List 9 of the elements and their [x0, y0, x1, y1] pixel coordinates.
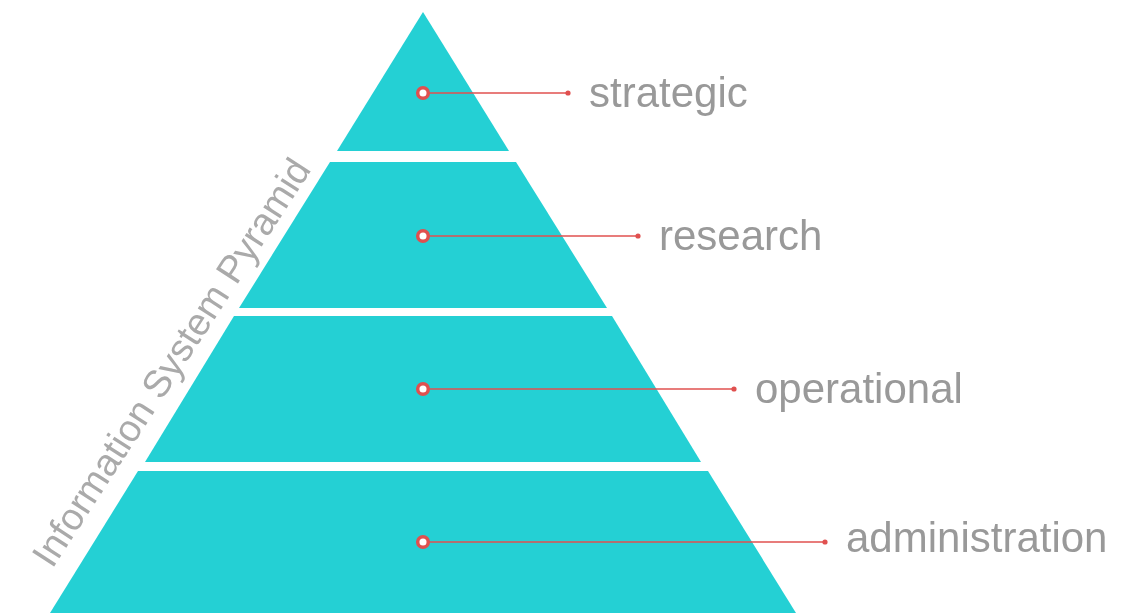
layer-label: research — [638, 211, 823, 261]
leader-line — [415, 228, 641, 244]
layer-label: administration — [825, 513, 1108, 563]
layer-label: operational — [734, 364, 963, 414]
leader-line — [415, 534, 828, 550]
layer-label: strategic — [568, 68, 748, 118]
pyramid-top — [337, 12, 509, 151]
leader-line — [415, 85, 571, 101]
leader-line — [415, 381, 737, 397]
